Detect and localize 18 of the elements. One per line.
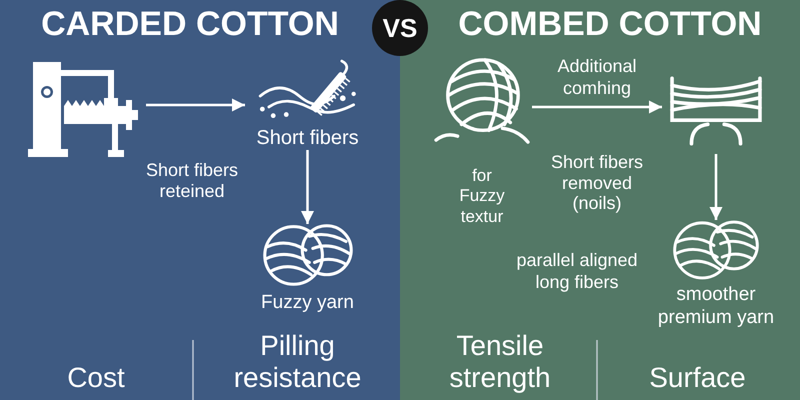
criterion-label: Tensile strength [448,330,552,394]
criterion-label: Pilling resistance [232,330,362,394]
node-label: Short fibers [255,126,360,150]
arrow [532,100,662,114]
process-note: Short fibers reteined [144,160,240,202]
node-label: for Fuzzy textur [458,166,506,228]
panel-heading: COMBED COTTON [457,4,763,44]
arrow [301,150,314,224]
arrow [710,154,722,220]
process-note: Short fibers removed (noils) [550,152,644,214]
side-note: parallel aligned long fibers [515,250,639,294]
edge-label: Additional comhing [556,56,638,100]
arrow [146,98,245,112]
node-label: smoother premium yarn [656,284,776,330]
criterion-label: Cost [66,362,126,394]
criterion-label: Surface [648,362,747,394]
node-label: Fuzzy yarn [260,292,355,315]
panel-heading: CARDED COTTON [40,4,340,44]
